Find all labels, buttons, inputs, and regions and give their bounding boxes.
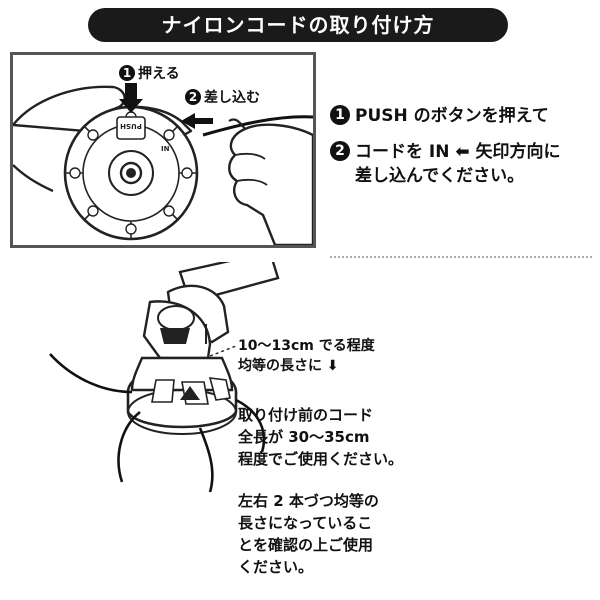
in-label-on-disc: IN <box>161 145 170 153</box>
check-note: 左右 2 本づつ均等の 長さになっているこ とを確認の上ご使用 ください。 <box>238 492 379 576</box>
press-down-arrow <box>119 83 143 113</box>
step1-number-badge: 1 <box>119 65 135 81</box>
instruction-step2-badge: 2 <box>330 141 350 161</box>
page-title: ナイロンコードの取り付け方 <box>88 8 508 42</box>
nylon-cord <box>202 115 313 137</box>
length-note: 10～13cm でる程度 均等の長さに ⬇ <box>238 338 375 374</box>
step2-number-badge: 2 <box>185 89 201 105</box>
trimmer-head-illustration: PUSH IN <box>13 83 313 245</box>
separator-dotted-line <box>330 256 592 258</box>
instruction-step1-badge: 1 <box>330 105 350 125</box>
push-label-on-disc: PUSH <box>120 122 142 130</box>
insert-left-arrow <box>181 113 213 129</box>
cord-length-note: 取り付け前のコード 全長が 30～35cm 程度でご使用ください。 <box>238 406 404 468</box>
trimmer-assembled-illustration <box>49 262 280 493</box>
